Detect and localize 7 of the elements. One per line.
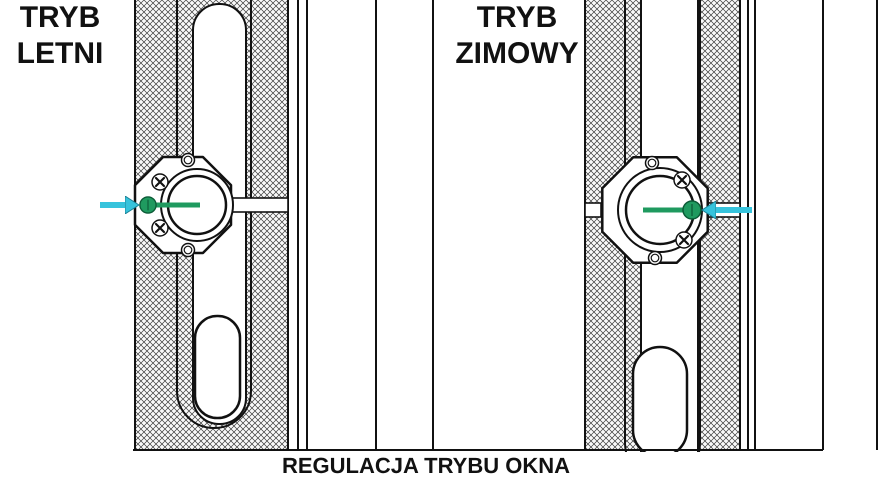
pointer-arrow: [100, 196, 140, 214]
mode-heading: TRYB ZIMOWY: [455, 0, 579, 72]
eccentric-pin: [139, 196, 157, 214]
pointer-arrow: [702, 200, 752, 220]
mode-heading: TRYB LETNI: [16, 0, 104, 72]
eccentric-pin: [682, 200, 702, 220]
caption-title: REGULACJA TRYBU OKNA: [282, 453, 570, 479]
